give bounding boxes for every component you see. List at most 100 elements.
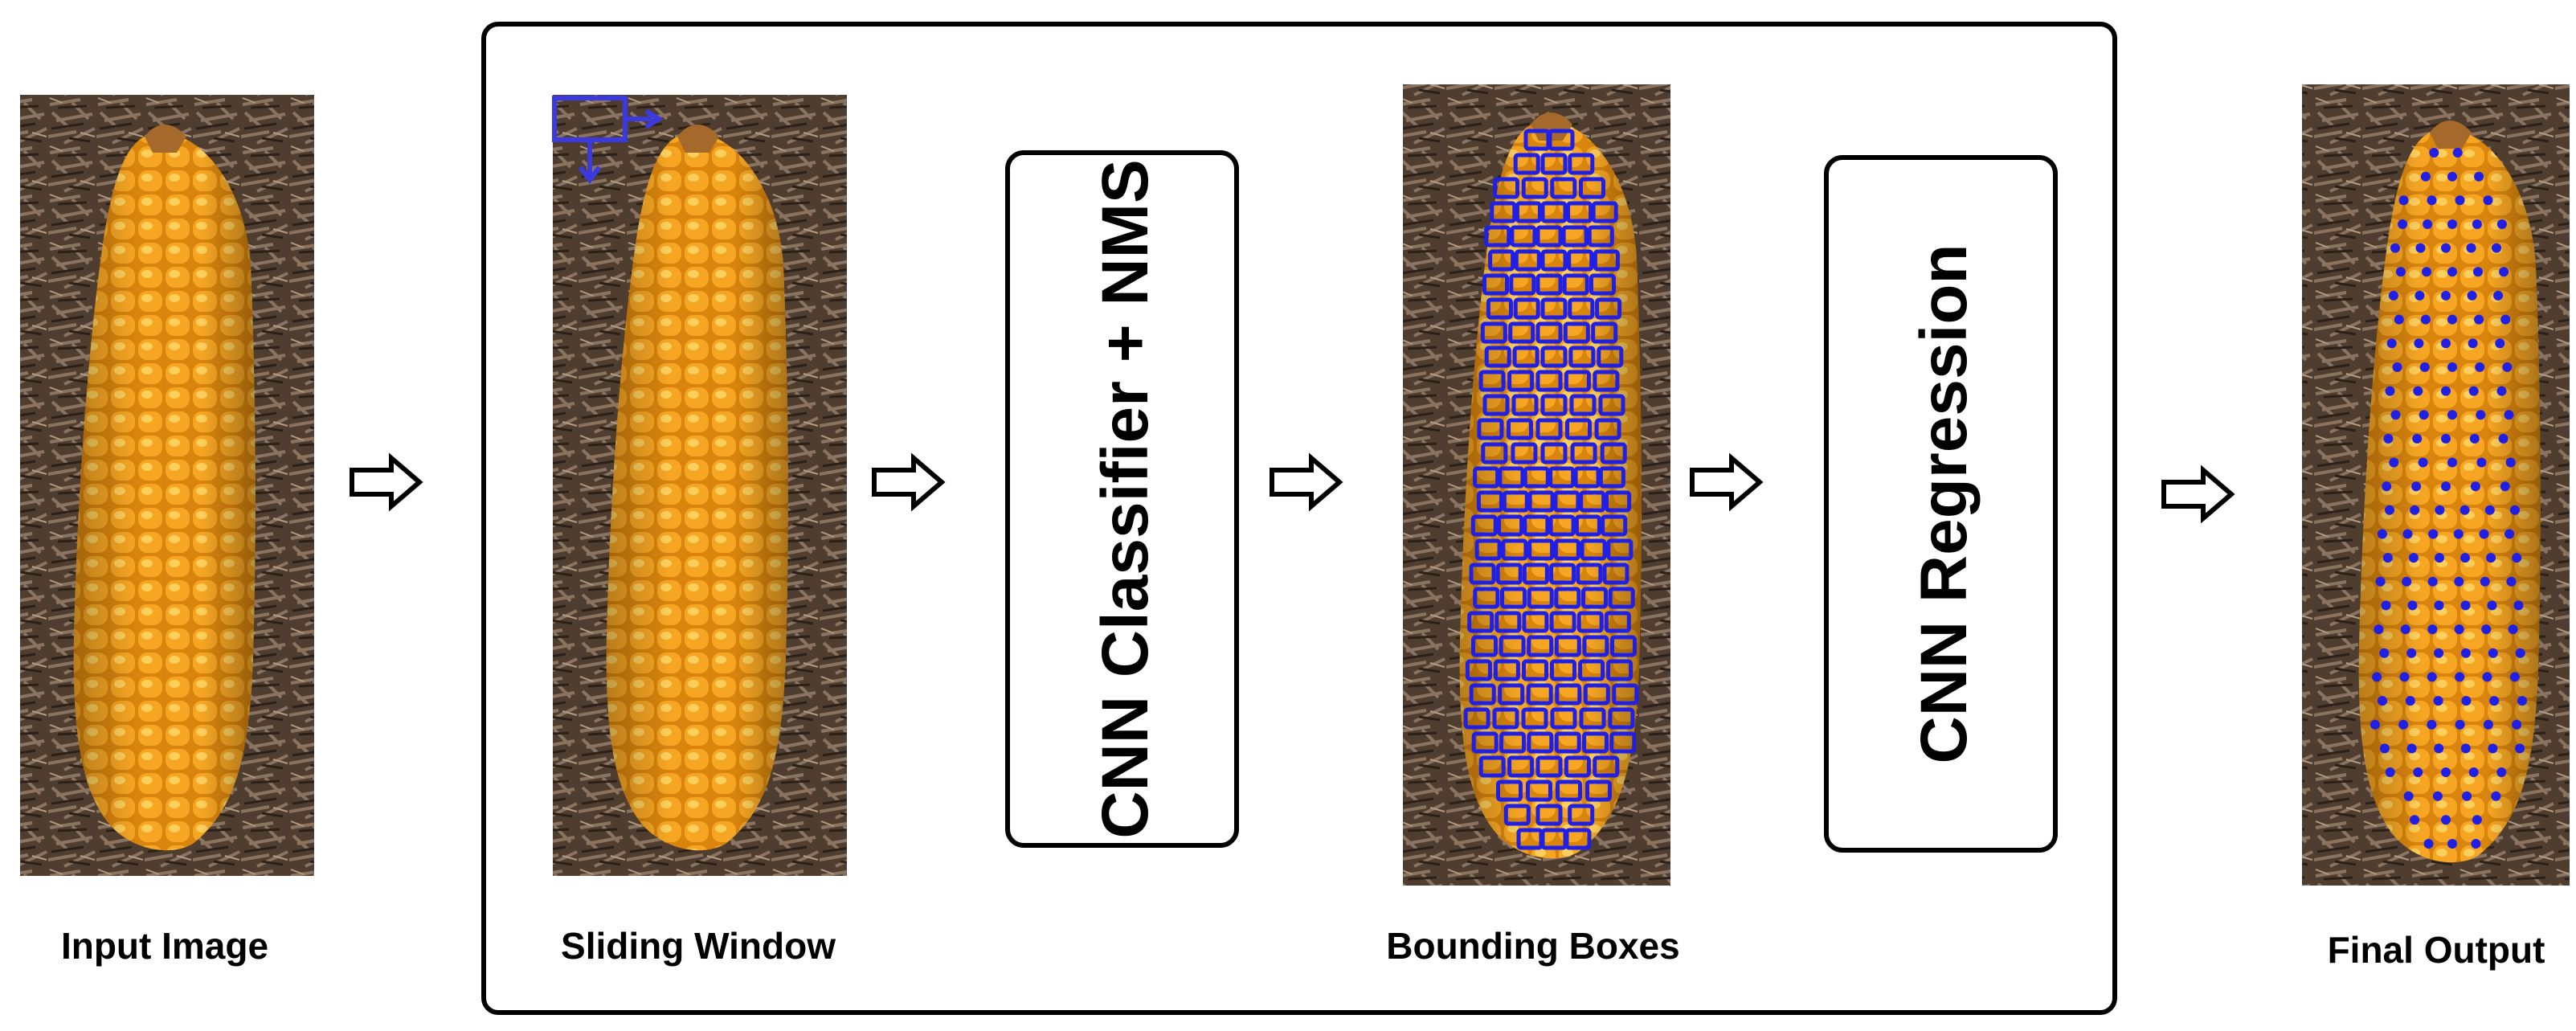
kernel-dot — [2455, 672, 2465, 682]
detection-box — [1567, 249, 1594, 272]
kernel-dot — [2386, 338, 2397, 349]
detection-box — [1609, 731, 1637, 754]
detection-box — [1463, 707, 1490, 730]
detection-box — [1540, 394, 1568, 416]
detection-box — [1561, 225, 1589, 248]
arrow-icon — [872, 452, 946, 512]
kernel-dot — [2419, 362, 2430, 372]
detection-box — [1535, 225, 1563, 248]
processing-frame — [481, 22, 2117, 1015]
kernel-dot — [2413, 767, 2423, 777]
detection-box — [1476, 490, 1503, 513]
kernel-dot — [2398, 219, 2408, 229]
kernel-dot — [2447, 267, 2457, 277]
detection-box — [1482, 273, 1509, 296]
kernel-dot — [2455, 195, 2465, 206]
kernel-dot — [2472, 219, 2482, 229]
kernel-dot — [2447, 362, 2457, 372]
kernel-dot — [2381, 600, 2391, 611]
detection-box — [1465, 659, 1492, 681]
detection-box — [1473, 587, 1500, 609]
input-image-label: Input Image — [61, 925, 268, 967]
kernel-dot — [2385, 767, 2395, 777]
kernel-dot — [2427, 624, 2438, 635]
detection-box — [1601, 514, 1628, 537]
kernel-dot — [2489, 696, 2500, 706]
kernel-dot — [2410, 815, 2420, 825]
kernel-dot — [2474, 171, 2484, 182]
kernel-dot — [2441, 433, 2451, 444]
kernel-dot — [2499, 267, 2509, 277]
kernel-dot — [2502, 362, 2513, 372]
kernel-dot — [2461, 696, 2472, 706]
kernel-dot — [2441, 243, 2451, 253]
detection-box — [1604, 611, 1631, 633]
detection-box — [1521, 177, 1548, 199]
detection-box — [1492, 707, 1519, 730]
kernel-dot — [2441, 815, 2451, 825]
kernel-dot — [2471, 839, 2481, 849]
detection-box — [1473, 466, 1500, 489]
detection-box — [1503, 804, 1531, 826]
kernel-dot — [2399, 672, 2410, 682]
detection-box — [1573, 466, 1601, 489]
detection-box — [1535, 418, 1563, 440]
kernel-dot — [2441, 338, 2451, 349]
kernel-dot — [2434, 600, 2444, 611]
detection-box — [1493, 659, 1520, 681]
arrow-icon — [350, 452, 423, 512]
kernel-dot — [2423, 839, 2434, 849]
kernel-dot — [2441, 290, 2451, 301]
detection-box — [1550, 707, 1577, 730]
detection-box — [1498, 683, 1525, 706]
kernel-dot — [2515, 743, 2525, 754]
detection-box — [1480, 321, 1507, 344]
kernel-dot — [2508, 624, 2518, 635]
detection-box — [1580, 538, 1607, 561]
sliding-window-label: Sliding Window — [561, 925, 836, 967]
kernel-dot — [2466, 243, 2476, 253]
kernel-dot — [2388, 290, 2398, 301]
detection-box — [1606, 538, 1634, 561]
kernel-dot — [2392, 362, 2402, 372]
detection-box — [1495, 563, 1523, 585]
kernel-dot — [2454, 576, 2464, 587]
sliding-window-image — [553, 95, 847, 876]
detection-box — [1527, 635, 1554, 657]
kernel-dot — [2462, 791, 2472, 801]
detection-box — [1515, 201, 1542, 223]
detection-box — [1605, 490, 1632, 513]
kernel-dot — [2483, 195, 2493, 206]
kernel-dot — [2418, 457, 2428, 468]
detection-box — [1548, 514, 1576, 537]
detection-box — [1540, 346, 1568, 368]
detection-box — [1486, 297, 1513, 320]
detection-box — [1593, 755, 1620, 778]
kernel-dot — [2454, 624, 2464, 635]
kernel-dot — [2472, 815, 2482, 825]
detection-box — [1610, 635, 1637, 657]
kernel-dot — [2378, 696, 2387, 706]
detection-box — [1496, 779, 1523, 802]
detection-box — [1587, 225, 1614, 248]
kernel-dot — [2407, 600, 2418, 611]
detection-box — [1579, 177, 1605, 199]
detection-box — [1523, 514, 1550, 537]
kernel-dot — [2476, 410, 2486, 420]
detection-box — [1507, 418, 1533, 440]
kernel-dot — [2474, 314, 2484, 325]
detection-box — [1540, 442, 1568, 464]
kernel-dot — [2413, 386, 2423, 396]
kernel-dot — [2452, 148, 2463, 158]
detection-box — [1478, 370, 1506, 392]
detection-box — [1579, 707, 1606, 730]
detection-box — [1600, 442, 1627, 464]
detection-box — [1510, 225, 1537, 248]
detection-box — [1576, 563, 1603, 585]
kernel-dot — [2433, 696, 2443, 706]
kernel-dot — [2427, 195, 2437, 206]
detection-box — [1554, 635, 1581, 657]
kernel-dot — [2412, 433, 2423, 444]
kernel-dot — [2385, 386, 2395, 396]
detection-box — [1499, 731, 1526, 754]
